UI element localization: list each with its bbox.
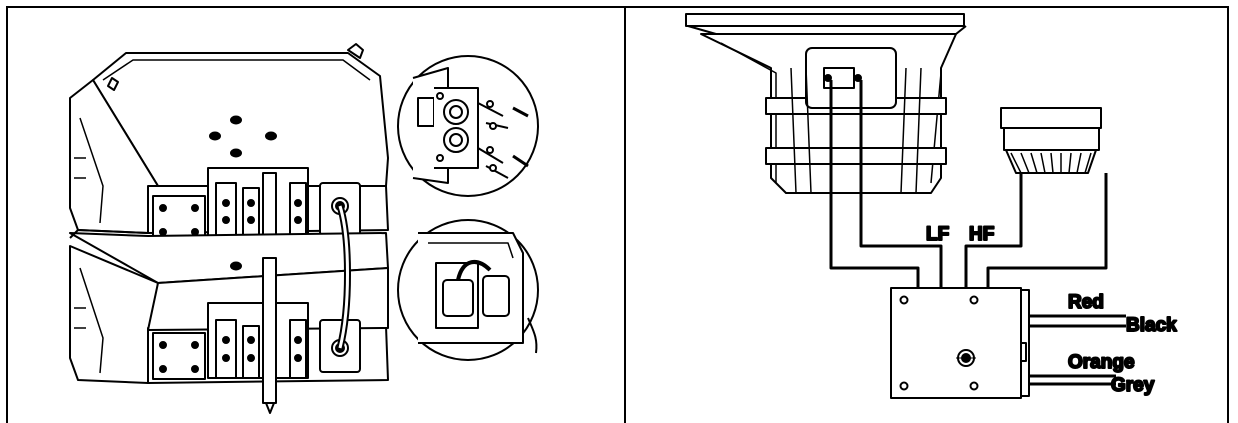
stacked-speakers-illustration: [69, 43, 539, 414]
hf-driver: [1000, 107, 1102, 174]
top-cabinet: [69, 43, 389, 259]
connector-detail-inset: [397, 55, 539, 197]
lf-label: LF: [926, 224, 949, 245]
stacked-speakers-panel: [8, 8, 624, 423]
black-wire-label: Black: [1126, 315, 1177, 336]
red-wire-label: Red: [1068, 292, 1104, 313]
wiring: [829, 80, 1126, 386]
figure-frame: [6, 6, 1229, 423]
crossover-box: [890, 287, 1030, 399]
panel-divider: [624, 6, 626, 423]
bottom-cabinet: [69, 229, 389, 414]
wiring-diagram: LF HF Red Black Orange Grey: [685, 13, 1178, 399]
lf-woofer: [685, 13, 967, 194]
grey-wire-label: Grey: [1111, 375, 1155, 396]
orange-wire-label: Orange: [1068, 352, 1135, 373]
wiring-diagram-panel: LF HF Red Black Orange Grey: [626, 8, 1229, 423]
hf-label: HF: [969, 224, 994, 245]
plug-detail-inset: [397, 219, 539, 361]
